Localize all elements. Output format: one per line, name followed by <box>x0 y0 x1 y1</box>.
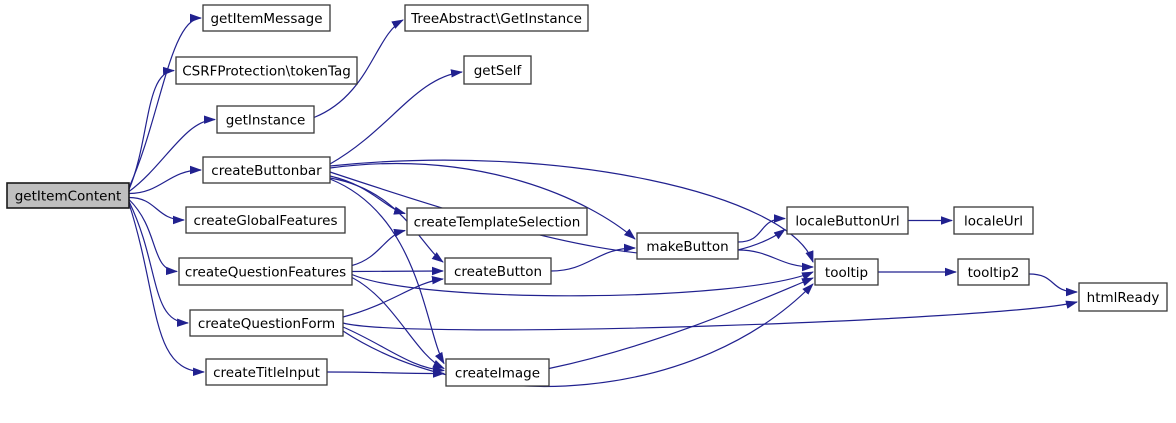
graph-node-label: tooltip <box>825 265 868 281</box>
graph-node-label: htmlReady <box>1087 290 1160 306</box>
node-createTemplateSelection[interactable]: createTemplateSelection <box>406 207 588 236</box>
edge-createQuestionFeatures-to-createButton <box>351 266 444 276</box>
node-createGlobalFeatures[interactable]: createGlobalFeatures <box>185 206 346 234</box>
edge-createImage-to-tooltip <box>548 277 814 370</box>
node-createQuestionForm[interactable]: createQuestionForm <box>189 309 344 337</box>
edge-createButtonbar-to-createImage <box>329 178 445 365</box>
graph-node-box[interactable] <box>178 257 353 286</box>
edge-getInstance-to-TreeAbstractGetInstance <box>313 19 404 119</box>
graph-node-label: createTitleInput <box>213 365 320 381</box>
node-TreeAbstractGetInstance[interactable]: TreeAbstract\GetInstance <box>404 4 589 32</box>
edge-createQuestionFeatures-to-createTemplateSelection <box>351 228 406 267</box>
node-getSelf[interactable]: getSelf <box>463 55 532 85</box>
graph-node-box[interactable] <box>957 258 1030 286</box>
graph-node-box[interactable] <box>202 4 331 32</box>
graph-node-box-highlighted[interactable] <box>6 182 130 209</box>
graph-node-label: createQuestionFeatures <box>185 265 346 281</box>
edge-createQuestionForm-to-createImage <box>342 326 445 374</box>
graph-node-label: createImage <box>455 366 540 382</box>
node-htmlReady[interactable]: htmlReady <box>1078 282 1168 312</box>
graph-node-box[interactable] <box>216 105 315 134</box>
graph-node-label: CSRFProtection\tokenTag <box>182 64 351 80</box>
graph-node-label: getSelf <box>474 63 523 79</box>
graph-node-box[interactable] <box>786 206 909 235</box>
node-createImage[interactable]: createImage <box>445 358 550 387</box>
graph-node-box[interactable] <box>1078 282 1168 312</box>
edge-getItemContent-to-createGlobalFeatures <box>128 196 185 225</box>
edge-createButton-to-makeButton <box>550 243 636 272</box>
graph-node-label: localeButtonUrl <box>795 214 899 230</box>
node-createQuestionFeatures[interactable]: createQuestionFeatures <box>178 257 353 286</box>
node-getItemContent[interactable]: getItemContent <box>6 182 130 209</box>
node-localeButtonUrl[interactable]: localeButtonUrl <box>786 206 909 235</box>
graph-node-box[interactable] <box>404 4 589 32</box>
graph-node-box[interactable] <box>636 232 739 260</box>
edge-createButtonbar-to-getSelf <box>329 69 463 165</box>
graph-node-box[interactable] <box>175 56 358 85</box>
node-getInstance[interactable]: getInstance <box>216 105 315 134</box>
edge-createButtonbar-to-tooltip <box>329 159 814 263</box>
graph-node-label: createGlobalFeatures <box>194 213 338 229</box>
node-localeUrl[interactable]: localeUrl <box>953 206 1034 235</box>
edge-makeButton-to-tooltip <box>737 249 814 272</box>
edge-createQuestionFeatures-to-tooltip <box>351 271 814 297</box>
edge-createQuestionForm-to-tooltip <box>342 283 814 388</box>
graph-node-box[interactable] <box>444 257 552 285</box>
graph-node-box[interactable] <box>185 206 346 234</box>
node-tokenTag[interactable]: CSRFProtection\tokenTag <box>175 56 358 85</box>
node-createButton[interactable]: createButton <box>444 257 552 285</box>
edge-tooltip2-to-htmlReady <box>1028 273 1078 297</box>
edge-createButtonbar-to-createTemplateSelection <box>329 175 406 215</box>
edge-getItemContent-to-createQuestionFeatures <box>128 199 178 276</box>
edge-getItemContent-to-createQuestionForm <box>128 201 189 327</box>
graph-node-label: createButton <box>454 264 542 280</box>
graph-node-label: createQuestionForm <box>198 316 335 332</box>
node-createTitleInput[interactable]: createTitleInput <box>205 358 328 386</box>
node-tooltip2[interactable]: tooltip2 <box>957 258 1030 286</box>
graph-node-label: getInstance <box>226 113 306 129</box>
node-getItemMessage[interactable]: getItemMessage <box>202 4 331 32</box>
graph-node-box[interactable] <box>445 358 550 387</box>
edge-getItemContent-to-createButtonbar <box>128 165 202 195</box>
edge-createTitleInput-to-createImage <box>326 369 445 378</box>
edge-createQuestionForm-to-htmlReady <box>342 300 1078 331</box>
graph-node-label: tooltip2 <box>968 265 1020 281</box>
edge-createButtonbar-to-createButton <box>329 177 444 263</box>
graph-node-box[interactable] <box>953 206 1034 235</box>
edge-getItemContent-to-tokenTag <box>128 66 175 190</box>
graph-node-box[interactable] <box>202 156 331 184</box>
graph-node-box[interactable] <box>463 55 532 85</box>
graph-node-label: localeUrl <box>964 214 1023 230</box>
graph-node-label: getItemContent <box>15 189 122 205</box>
edge-createQuestionForm-to-createButton <box>342 276 444 318</box>
edge-makeButton-to-localeButtonUrl <box>737 214 786 243</box>
node-createButtonbar[interactable]: createButtonbar <box>202 156 331 184</box>
node-makeButton[interactable]: makeButton <box>636 232 739 260</box>
graph-node-label: TreeAbstract\GetInstance <box>410 11 582 27</box>
graph-node-box[interactable] <box>205 358 328 386</box>
edge-getItemContent-to-getInstance <box>128 115 216 192</box>
edge-getItemContent-to-createTitleInput <box>128 203 205 376</box>
graph-node-box[interactable] <box>189 309 344 337</box>
node-tooltip[interactable]: tooltip <box>814 258 879 286</box>
edge-createButtonbar-to-makeButton <box>329 162 636 240</box>
graph-node-label: makeButton <box>646 239 728 255</box>
graph-node-label: getItemMessage <box>210 11 322 27</box>
graph-node-label: createTemplateSelection <box>414 215 581 231</box>
edge-createQuestionFeatures-to-createImage <box>351 276 445 370</box>
graph-node-box[interactable] <box>406 207 588 236</box>
edge-getItemContent-to-getItemMessage <box>128 13 202 188</box>
graph-node-box[interactable] <box>814 258 879 286</box>
graph-node-label: createButtonbar <box>211 163 322 179</box>
edge-createButtonbar-to-localeButtonUrl <box>329 171 786 257</box>
